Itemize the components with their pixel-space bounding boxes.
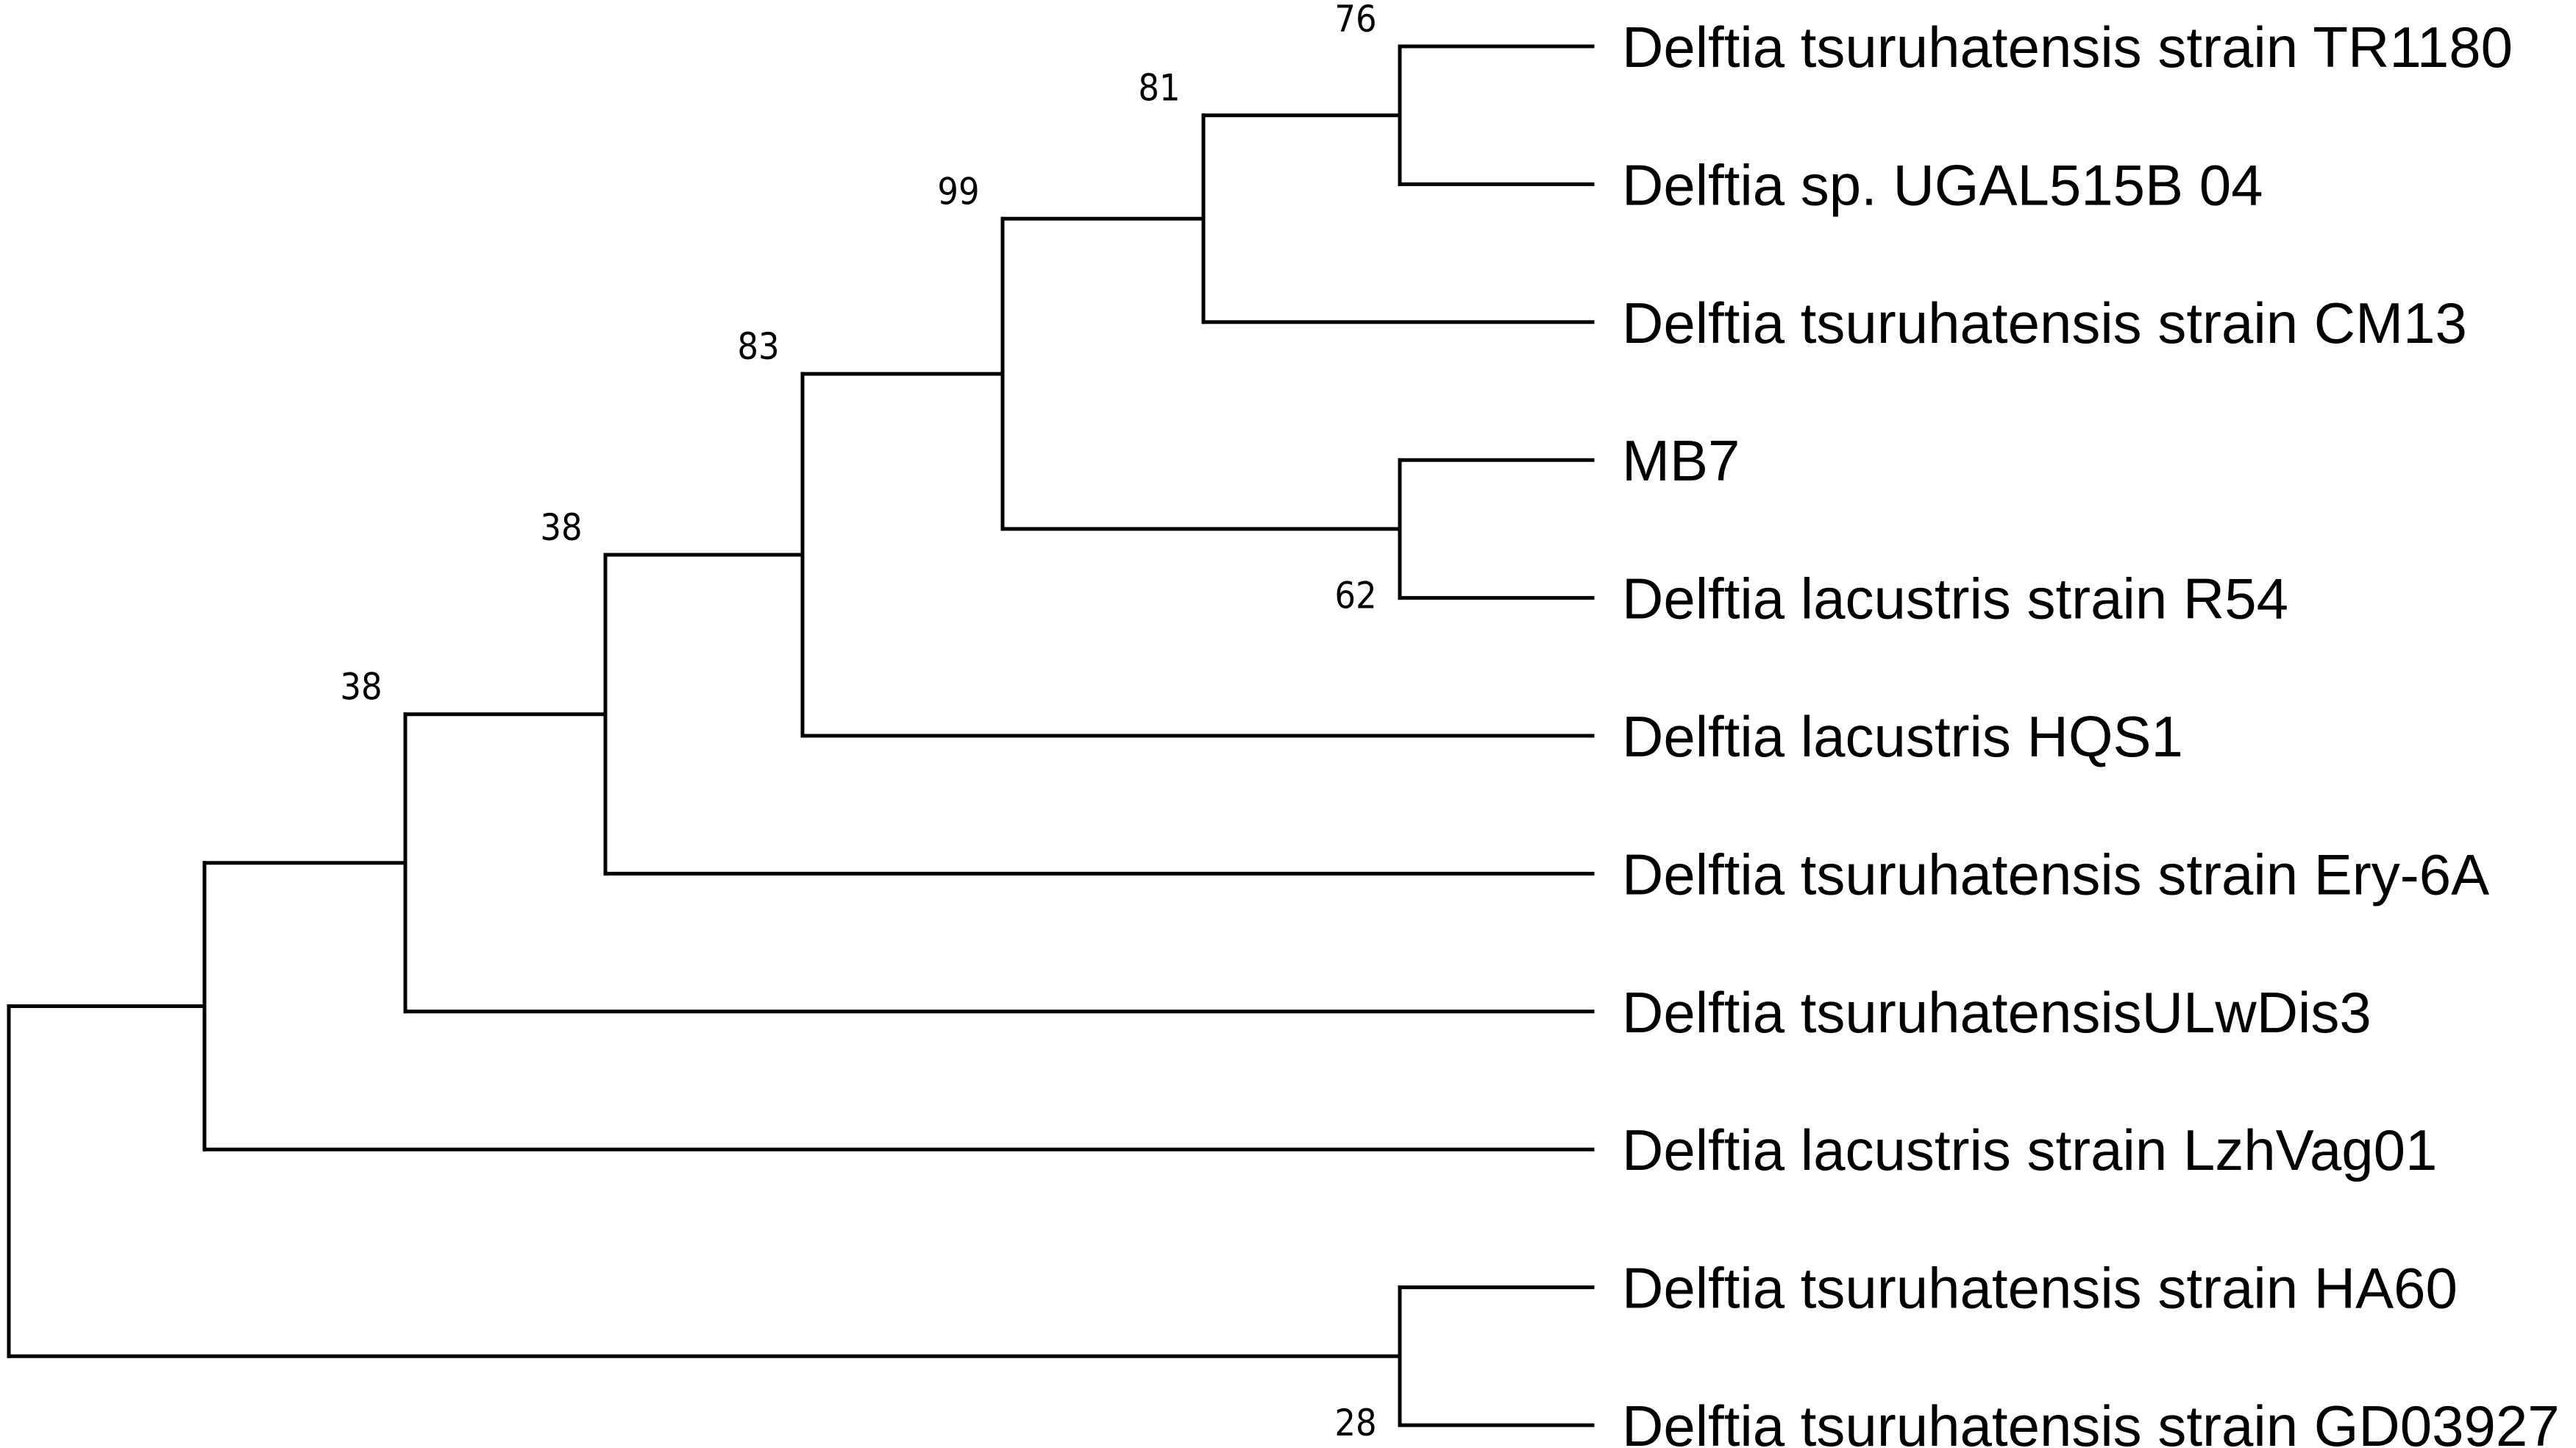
leaf-labels: Delftia tsuruhatensis strain TR1180Delft… [1622,15,2560,1448]
leaf-label-t11: Delftia tsuruhatensis strain GD03927 [1622,1394,2560,1448]
leaf-label-t3: Delftia tsuruhatensis strain CM13 [1622,291,2467,355]
support-value-n5: 83 [737,325,779,368]
leaf-label-t6: Delftia lacustris HQS1 [1622,704,2183,769]
support-value-n2: 81 [1138,67,1180,110]
support-value-n6: 38 [540,506,582,549]
leaf-label-t5: Delftia lacustris strain R54 [1622,567,2288,631]
support-value-n7: 38 [340,666,382,709]
support-value-n4: 99 [937,170,979,213]
leaf-label-t10: Delftia tsuruhatensis strain HA60 [1622,1256,2458,1321]
leaf-label-t8: Delftia tsuruhatensisULwDis3 [1622,980,2372,1045]
support-value-n9: 28 [1334,1402,1376,1444]
support-value-n1: 76 [1334,0,1376,40]
leaf-label-t4: MB7 [1622,428,1740,493]
support-values: 76 81 62 99 83 38 38 28 [340,0,1376,1444]
leaf-label-t9: Delftia lacustris strain LzhVag01 [1622,1118,2437,1182]
leaf-label-t7: Delftia tsuruhatensis strain Ery-6A [1622,842,2489,906]
leaf-label-t1: Delftia tsuruhatensis strain TR1180 [1622,15,2513,79]
support-value-n3: 62 [1334,575,1376,617]
leaf-label-t2: Delftia sp. UGAL515B 04 [1622,152,2263,217]
tree-branches [7,44,1595,1427]
